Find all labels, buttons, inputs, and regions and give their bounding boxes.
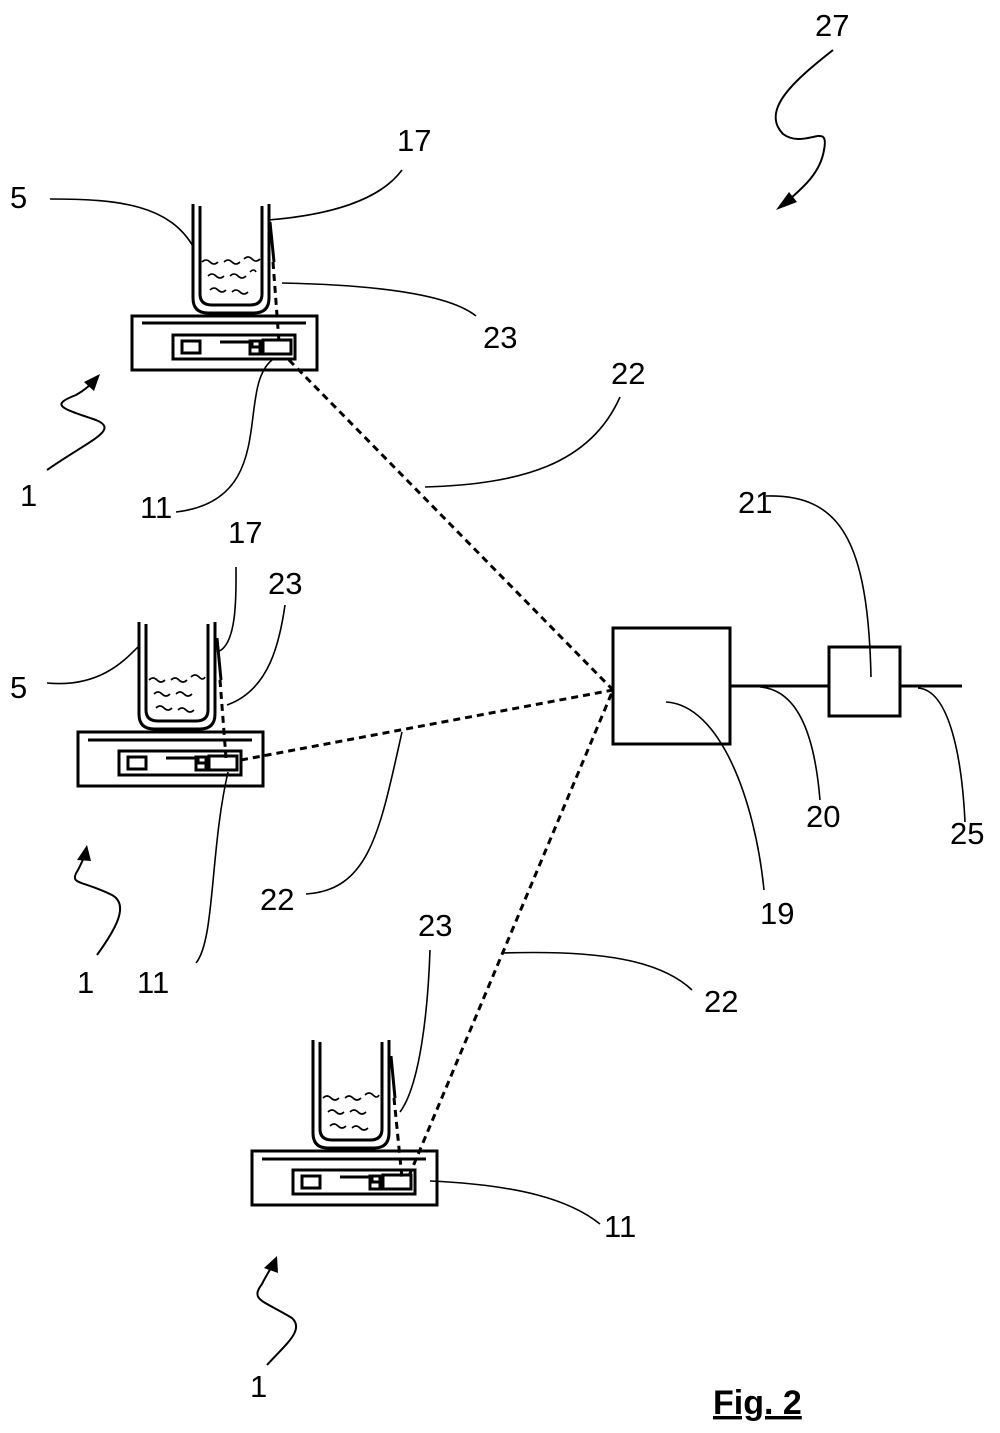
label-22-middle: 22 [260,882,294,917]
wireless-links [240,358,615,1177]
label-23-top: 23 [483,320,517,355]
device-bottom-vessel [311,1040,391,1150]
device-top-sensor [268,221,276,263]
device-bottom-module [381,1173,413,1191]
device-top-circuit [171,333,297,361]
device-bottom-sensor [389,1055,397,1099]
leader-lines [46,169,966,1225]
label-5-middle: 5 [10,670,27,705]
label-19: 19 [760,896,794,931]
device-top [130,204,319,372]
label-5-top: 5 [10,180,27,215]
device-middle-sensor [215,637,223,681]
figure-caption: Fig. 2 [713,1384,802,1422]
label-11-middle: 11 [137,965,169,1000]
label-11-top: 11 [140,490,172,525]
device-top-base [130,314,319,372]
link-bottom [407,689,615,1177]
label-22-top: 22 [611,356,645,391]
device-middle-circuit [117,749,243,777]
label-21: 21 [738,485,772,520]
label-22-bottom: 22 [704,984,738,1019]
link-middle [240,688,614,762]
squiggle-arrows [46,49,834,1366]
link-top [287,358,615,692]
device-top-connection [271,261,281,343]
device-bottom-liquid [322,1092,380,1131]
device-middle [76,622,265,788]
device-top-module [261,338,293,356]
label-11-bottom: 11 [604,1209,636,1244]
label-25: 25 [950,816,984,851]
label-17-top: 17 [397,123,431,158]
device-middle-vessel [137,622,217,731]
device-middle-connection [218,679,228,759]
device-middle-base [76,730,265,788]
hub-box [611,626,732,746]
label-23-bottom: 23 [418,908,452,943]
device-top-liquid [201,256,261,295]
device-middle-liquid [148,674,206,713]
label-1-top: 1 [20,478,37,513]
label-17-middle: 17 [228,515,262,550]
device-bottom [250,1040,439,1207]
label-1-bottom: 1 [250,1369,267,1404]
label-23-middle: 23 [268,566,302,601]
device-middle-module [207,754,239,772]
device-bottom-base [250,1149,439,1207]
label-20: 20 [806,799,840,834]
device-top-vessel [191,204,271,315]
device-bottom-circuit [291,1168,417,1196]
label-27: 27 [815,8,849,43]
label-1-middle: 1 [77,965,94,1000]
device-bottom-connection [392,1097,404,1179]
interface-box [827,645,902,718]
